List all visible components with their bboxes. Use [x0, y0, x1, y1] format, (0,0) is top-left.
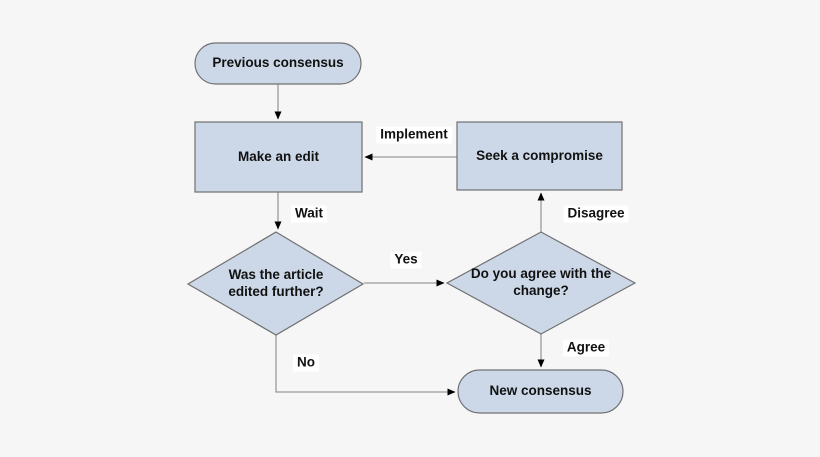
connector-no — [275, 335, 456, 396]
edge-label-wait: Wait — [291, 205, 327, 223]
node-edited-further-shape — [186, 231, 365, 336]
edge-label-yes: Yes — [390, 251, 422, 269]
node-new-consensus-shape — [457, 369, 624, 414]
node-make-an-edit-shape — [194, 121, 363, 193]
edge-label-no: No — [293, 354, 319, 372]
node-seek-a-compromise-shape — [456, 121, 623, 191]
node-previous-consensus-shape — [194, 42, 362, 85]
node-agree-with-change-shape — [445, 231, 637, 335]
edge-label-disagree: Disagree — [563, 205, 629, 223]
edge-label-implement: Implement — [376, 126, 452, 144]
edge-label-agree: Agree — [562, 339, 610, 357]
